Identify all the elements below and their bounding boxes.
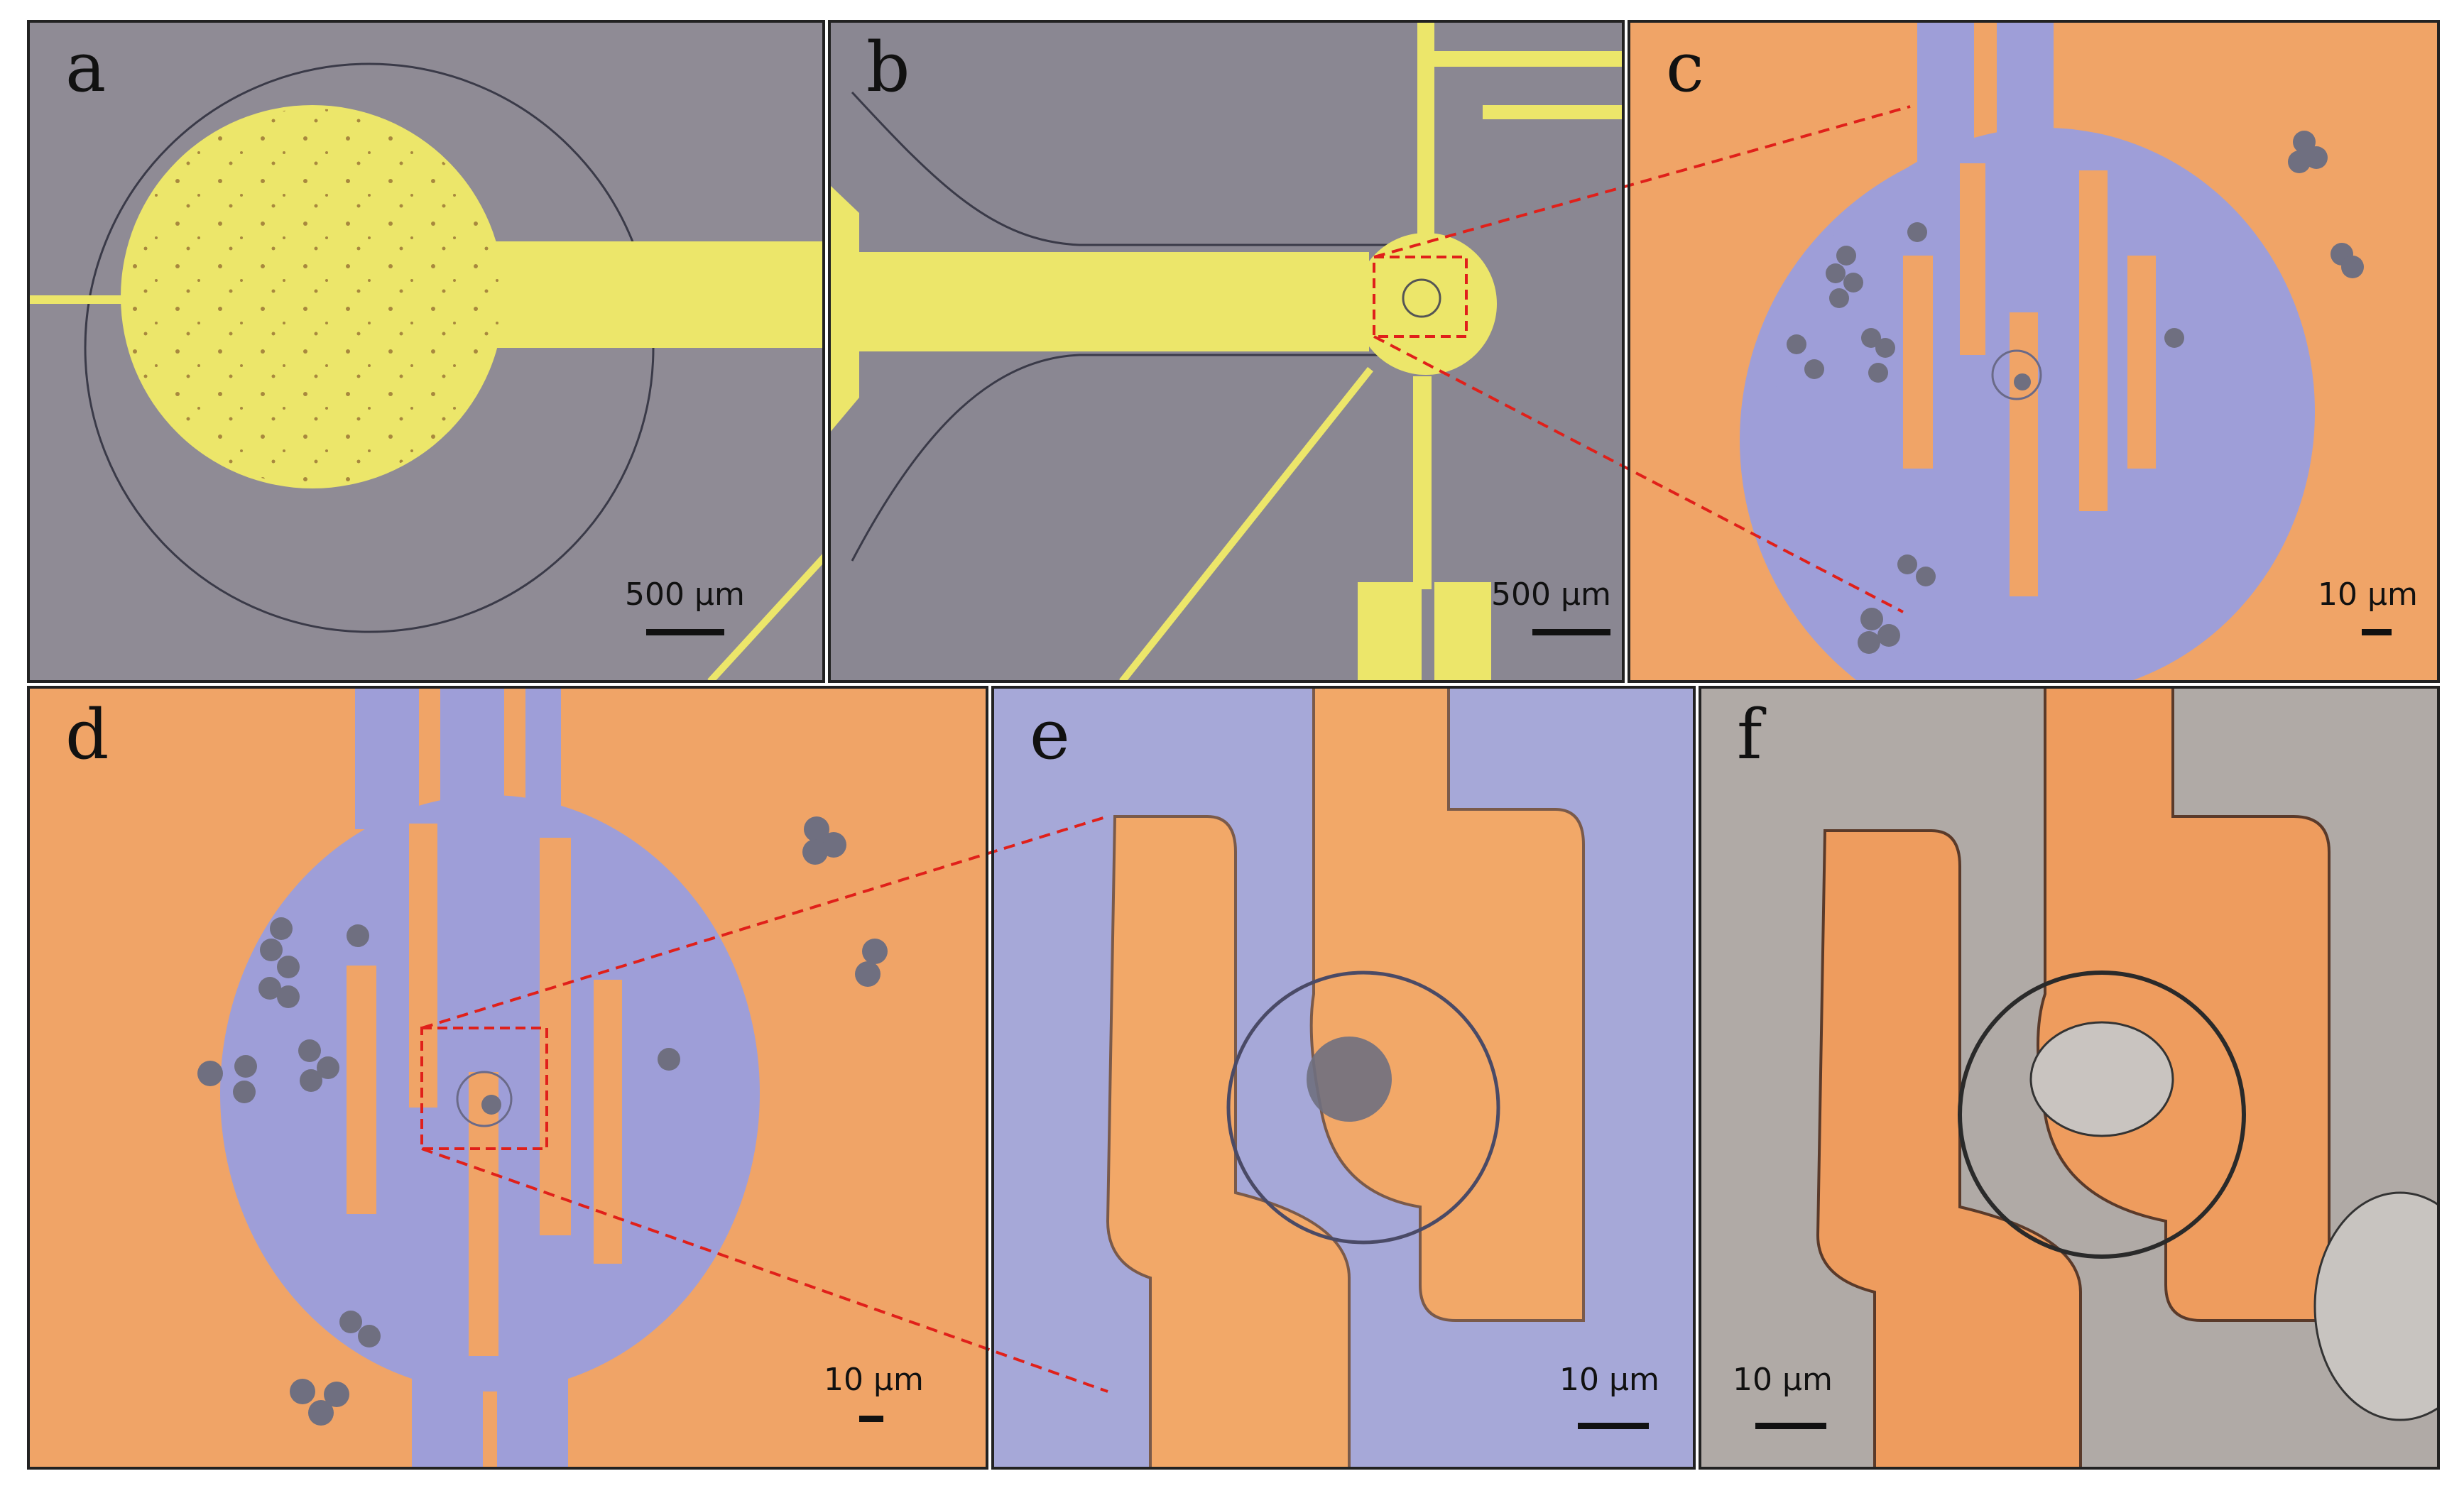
panel-c-trapped-bead (2014, 373, 2031, 390)
panel-a-border (27, 20, 825, 683)
panel-c-border (1628, 20, 2440, 683)
panel-a-debris (124, 109, 501, 485)
panel-b-diagonal-trace (1119, 366, 1373, 682)
panel-b-scale-bar (1532, 629, 1610, 635)
panel-c-scale-bar (2362, 629, 2392, 635)
panel-f (1700, 687, 2438, 1468)
panel-c-finger-3 (2079, 170, 2108, 511)
panel-a-letter: a (65, 28, 106, 107)
panel-e-scale-label: 10 μm (1559, 1362, 1659, 1398)
panel-b (829, 21, 1623, 682)
panel-c-finger-1 (1903, 256, 1933, 469)
panel-d-lead-right (525, 687, 561, 829)
panel-f-letter: f (1737, 695, 1767, 775)
panel-f-neighbor-cell (2313, 1191, 2438, 1421)
panel-d-beads (197, 816, 888, 1426)
panel-b-letter: b (866, 28, 910, 107)
panel-d-finger-4 (594, 980, 622, 1264)
panel-c-lead-bottom-left (1960, 582, 2024, 682)
zoom-line-d-to-e-bottom (421, 1147, 1108, 1393)
panel-c-finger-2 (1960, 163, 1985, 355)
panel-b-zoom-box (1373, 256, 1468, 338)
panel-d-finger-3 (540, 838, 571, 1235)
panel-b-electrode-pad (1355, 233, 1497, 375)
panel-d-scale-label: 10 μm (824, 1362, 924, 1398)
panel-a-diagonal-trace (707, 552, 824, 682)
panel-d-lead-left (355, 687, 419, 829)
panel-b-top-right-lead (1427, 51, 1623, 67)
panel-c-scale-label: 10 μm (2318, 576, 2418, 613)
panel-c-lead-left (1917, 21, 1974, 163)
panel-b-top-right-lead-2 (1483, 105, 1623, 119)
panel-d-letter: d (65, 695, 109, 775)
panel-a-right-trace (454, 241, 824, 348)
panel-c-beads (1787, 131, 2364, 654)
panel-e-scale-bar (1578, 1423, 1649, 1429)
panel-d-lead-bottom-left (412, 1349, 483, 1468)
panel-c-lead-mid (1997, 21, 2054, 163)
panel-c-lead-bottom-right (2045, 582, 2109, 682)
panel-c-finger-5 (2010, 312, 2038, 596)
panel-c-letter: c (1666, 28, 1704, 107)
panel-f-scale-label: 10 μm (1733, 1362, 1833, 1398)
panel-d (28, 687, 987, 1468)
panel-d-finger-1 (347, 966, 376, 1214)
panel-b-main-trace (829, 252, 1369, 351)
panel-f-well-ring (1958, 971, 2246, 1259)
panel-e (993, 687, 1694, 1468)
panel-e-left-electrode (1106, 815, 1351, 1468)
panel-e-well-ring (1226, 971, 1500, 1245)
panel-b-scale-label: 500 μm (1491, 576, 1611, 613)
zoom-line-b-to-c-bottom (1373, 335, 1904, 613)
panel-f-cell (2029, 1021, 2174, 1137)
panel-e-trapped-bead (1307, 1037, 1392, 1122)
panel-d-border (27, 686, 988, 1470)
panel-d-center-ring (456, 1071, 513, 1127)
panel-b-bottom-pad-left (1358, 582, 1422, 682)
panel-d-lead-mid (440, 687, 504, 829)
zoom-line-b-to-c-top (1373, 105, 1911, 258)
panel-e-letter: e (1030, 695, 1070, 775)
panel-f-border (1699, 686, 2440, 1470)
panel-e-border (991, 686, 1696, 1470)
panel-b-center-ring (1402, 278, 1441, 318)
panel-d-trapped-bead (481, 1095, 501, 1115)
panel-d-lead-bottom-right (497, 1349, 568, 1468)
panel-f-scale-bar (1755, 1423, 1826, 1429)
panel-c-finger-4 (2127, 256, 2156, 469)
panel-a-scale-label: 500 μm (625, 576, 745, 613)
panel-b-bottom-lead (1413, 376, 1432, 589)
panel-d-scale-bar (859, 1416, 883, 1422)
panel-c (1629, 21, 2438, 682)
panel-b-bottom-pad-right (1434, 582, 1491, 682)
panel-b-border (828, 20, 1625, 683)
panel-a-scale-bar (646, 629, 724, 635)
panel-a (28, 21, 824, 682)
panel-c-center-ring (1991, 349, 2042, 400)
panel-d-finger-5 (469, 1072, 498, 1356)
panel-borders (27, 20, 2440, 1470)
panel-d-zoom-box (420, 1027, 548, 1150)
